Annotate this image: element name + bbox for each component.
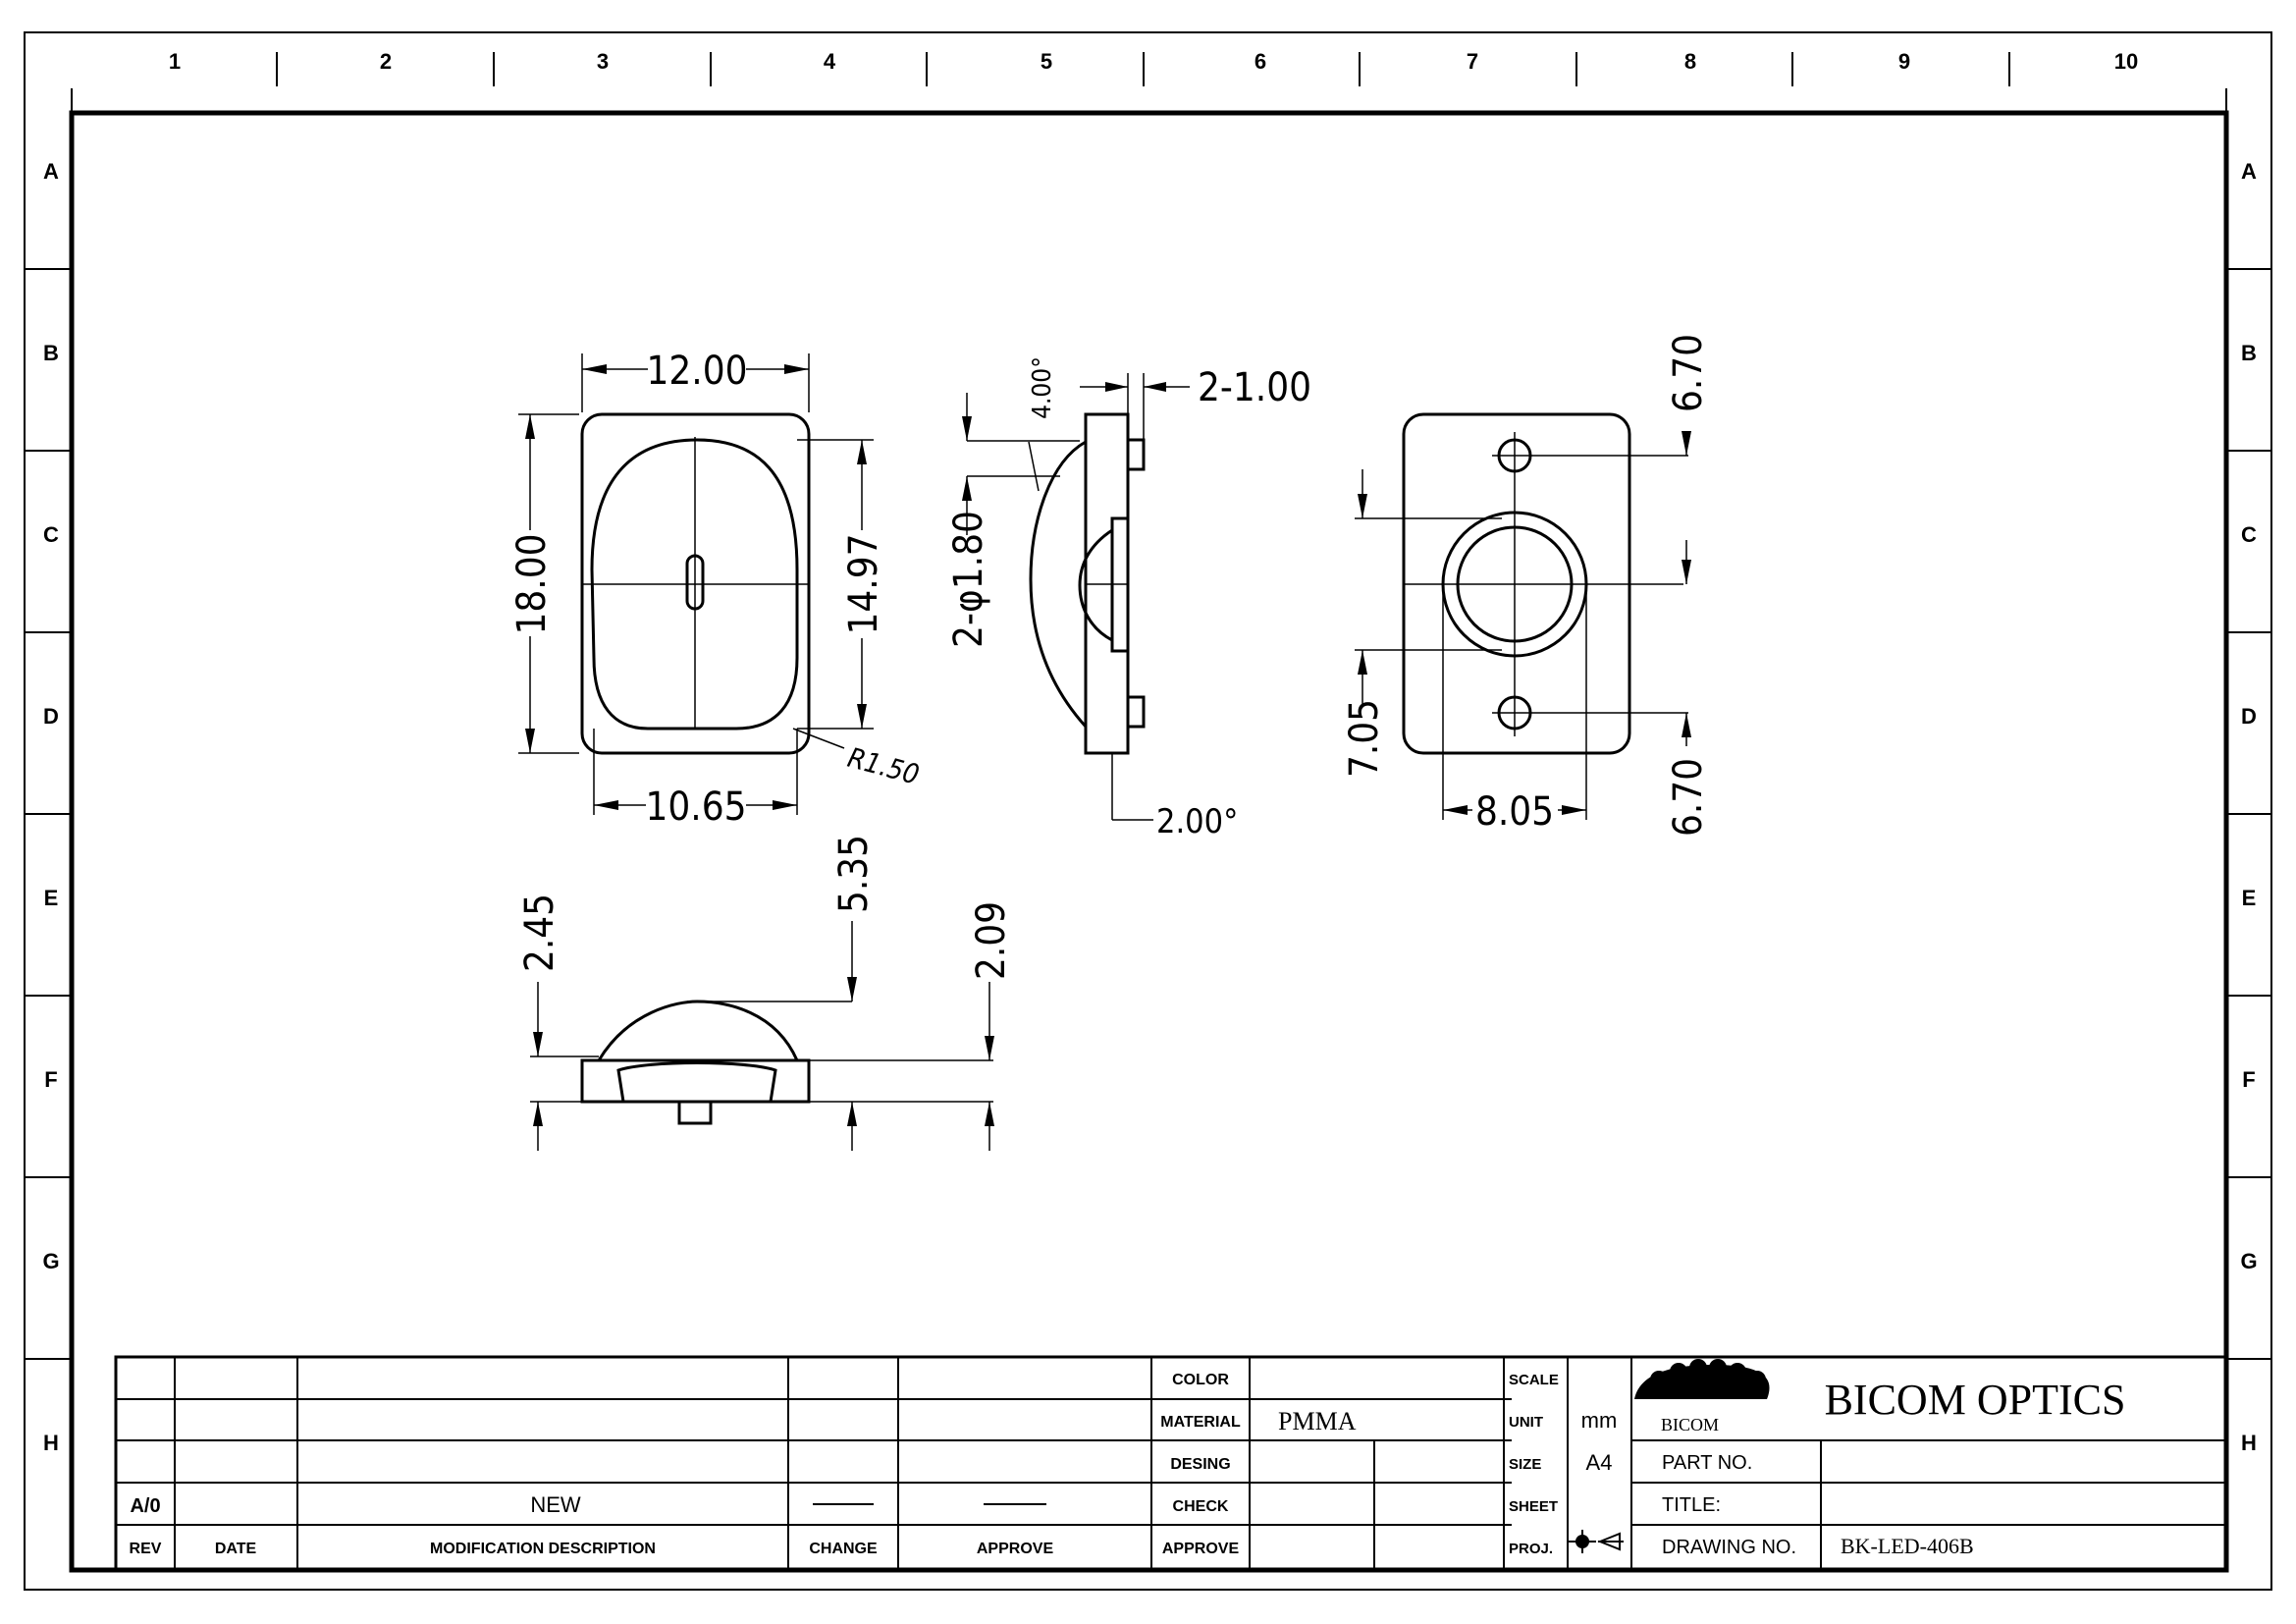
label-size: SIZE <box>1509 1456 1541 1473</box>
row-labels-right: A B C D E F G H <box>2240 159 2257 1455</box>
value-size: A4 <box>1586 1450 1613 1475</box>
dim-hole-spacing-top: 6.70 <box>1666 334 1711 412</box>
drawing-no-label: DRAWING NO. <box>1662 1537 1796 1558</box>
header-desc: MODIFICATION DESCRIPTION <box>430 1541 656 1557</box>
header-rev: REV <box>130 1541 162 1557</box>
pin-top <box>1126 438 1146 471</box>
row-label: C <box>2241 522 2257 547</box>
dim-lens-width: 10.65 <box>646 785 747 830</box>
label-sheet: SHEET <box>1509 1498 1558 1515</box>
side-view: 4.00° 2-1.00 2-φ1.80 2.00° <box>946 356 1311 841</box>
elevation-view: 2.45 5.35 2.09 <box>517 835 1014 1151</box>
row-labels-left: A B C D E F G H <box>42 159 59 1455</box>
dim-lens-dia: 8.05 <box>1475 789 1554 835</box>
column-labels: 1 2 3 4 5 6 7 8 9 10 <box>169 49 2138 74</box>
drawing-no-value: BK-LED-406B <box>1841 1534 1974 1558</box>
dim-hole-dia: 2-φ1.80 <box>946 511 991 648</box>
dome-elevation <box>597 1000 799 1061</box>
dim-corner-radius: R1.50 <box>844 741 923 791</box>
dim-height-flange: 2.09 <box>969 901 1014 980</box>
header-change: CHANGE <box>809 1541 878 1557</box>
col-label: 7 <box>1467 49 1478 74</box>
front-view: 12.00 18.00 14.97 10.65 R1.50 <box>509 349 923 830</box>
company-name: BICOM OPTICS <box>1825 1376 2126 1424</box>
dim-pin-dia: 2-1.00 <box>1198 365 1311 410</box>
lens-dome-outline <box>590 438 799 731</box>
label-proj: PROJ. <box>1509 1541 1553 1557</box>
logo-text: BICOM <box>1661 1415 1719 1435</box>
row-label: A <box>43 159 59 184</box>
dim-draft-top: 4.00° <box>1028 356 1057 419</box>
col-label: 1 <box>169 49 181 74</box>
dim-lens-height: 14.97 <box>841 534 886 635</box>
dim-front-width: 12.00 <box>647 349 748 394</box>
label-unit: UNIT <box>1509 1414 1543 1431</box>
col-label: 3 <box>597 49 609 74</box>
label-material: MATERIAL <box>1160 1414 1241 1431</box>
label-desing: DESING <box>1170 1456 1230 1473</box>
col-label: 10 <box>2114 49 2138 74</box>
label-color: COLOR <box>1172 1372 1229 1388</box>
row-label: G <box>42 1249 59 1273</box>
rev-desc: NEW <box>530 1492 581 1517</box>
row-label: B <box>2241 341 2257 365</box>
row-label: F <box>2242 1067 2255 1092</box>
row-label: C <box>43 522 59 547</box>
title-label: TITLE: <box>1662 1494 1721 1516</box>
header-approve: APPROVE <box>977 1541 1054 1557</box>
col-label: 5 <box>1041 49 1052 74</box>
dim-hole-spacing-bottom: 6.70 <box>1666 758 1711 837</box>
row-label: H <box>43 1431 59 1455</box>
col-label: 6 <box>1255 49 1266 74</box>
row-label: D <box>43 704 59 729</box>
col-label: 9 <box>1898 49 1910 74</box>
row-label: F <box>44 1067 57 1092</box>
row-label: E <box>44 886 59 910</box>
value-unit: mm <box>1581 1408 1618 1433</box>
row-label: D <box>2241 704 2257 729</box>
row-label: A <box>2241 159 2257 184</box>
value-material: PMMA <box>1278 1407 1357 1435</box>
label-check: CHECK <box>1173 1498 1229 1515</box>
row-label: H <box>2241 1431 2257 1455</box>
dim-draft-bottom: 2.00° <box>1156 802 1238 841</box>
dome-profile <box>1029 440 1088 729</box>
dim-height-total: 5.35 <box>831 835 877 913</box>
dim-height-base: 2.45 <box>517 893 562 972</box>
bicom-logo-icon: BICOM <box>1634 1359 1770 1435</box>
pin-bottom <box>1126 695 1146 729</box>
row-label: B <box>43 341 59 365</box>
back-view: 6.70 6.70 7.05 8.05 <box>1342 334 1711 837</box>
title-block: A/0 NEW REV DATE MODIFICATION DESCRIPTIO… <box>114 1355 2228 1572</box>
dim-front-height: 18.00 <box>509 534 555 635</box>
projection-symbol-icon <box>1569 1530 1624 1553</box>
col-label: 4 <box>824 49 836 74</box>
stub <box>677 1100 713 1125</box>
label-approve: APPROVE <box>1162 1541 1240 1557</box>
row-label: G <box>2240 1249 2257 1273</box>
dim-hole-offset: 7.05 <box>1342 699 1387 778</box>
header-date: DATE <box>215 1541 257 1557</box>
row-label: E <box>2242 886 2257 910</box>
label-scale: SCALE <box>1509 1372 1559 1388</box>
col-label: 8 <box>1684 49 1696 74</box>
inner-cavity <box>616 1061 777 1104</box>
col-label: 2 <box>380 49 392 74</box>
rev-value: A/0 <box>130 1495 160 1517</box>
part-no-label: PART NO. <box>1662 1452 1752 1474</box>
inner-lens-curve <box>1078 528 1113 642</box>
